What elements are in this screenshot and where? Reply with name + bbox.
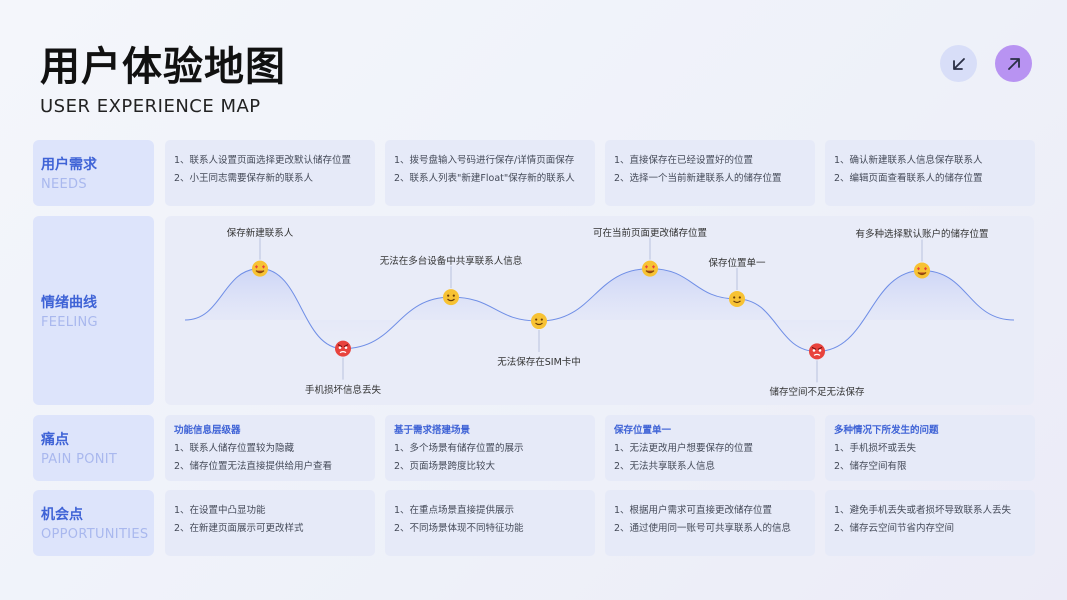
cell-heading: 多种情况下所发生的问题 <box>834 425 939 436</box>
pain-cell-3: 保存位置单一 1、无法更改用户想要保存的位置 2、无法共享联系人信息 <box>605 415 815 481</box>
emotion-point-label: 手机损坏信息丢失 <box>304 384 382 396</box>
pain-cell-2: 基于需求搭建场景 1、多个场景有储存位置的展示 2、页面场景跨度比较大 <box>385 415 595 481</box>
cell-line: 2、联系人列表"新建Float"保存新的联系人 <box>394 173 575 184</box>
cell-line: 1、无法更改用户想要保存的位置 <box>614 443 754 454</box>
row-title-en: FEELING <box>41 314 98 330</box>
emotion-point-label: 有多种选择默认账户的储存位置 <box>855 229 989 241</box>
row-title-zh: 机会点 <box>41 507 83 523</box>
heart-eyes-emoji <box>642 260 658 277</box>
cell-heading: 基于需求搭建场景 <box>394 425 471 436</box>
cell-line: 1、确认新建联系人信息保存联系人 <box>834 155 983 166</box>
row-title-en: NEEDS <box>41 177 87 192</box>
cell-line: 1、拨号盘输入号码进行保存/详情页面保存 <box>394 155 575 166</box>
cell-line: 1、避免手机丢失或者损坏导致联系人丢失 <box>834 505 1012 516</box>
smile-emoji <box>443 289 459 306</box>
row-label-pain: 痛点 PAIN PONIT <box>33 415 154 481</box>
pain-cell-1: 功能信息层级器 1、联系人储存位置较为隐藏 2、储存位置无法直接提供给用户查看 <box>165 415 375 481</box>
previous-button[interactable] <box>940 45 977 82</box>
row-label-needs: 用户需求 NEEDS <box>33 140 154 206</box>
cell-line: 1、手机损坏或丢失 <box>834 443 917 454</box>
cell-line: 1、在重点场景直接提供展示 <box>394 505 515 516</box>
curve-area <box>185 268 1014 352</box>
row-title-zh: 用户需求 <box>41 157 97 173</box>
smile-emoji <box>531 313 547 330</box>
cell-line: 2、不同场景体现不同特征功能 <box>394 523 524 534</box>
cell-heading: 保存位置单一 <box>614 425 672 436</box>
emotion-point-label: 无法在多台设备中共享联系人信息 <box>379 256 523 268</box>
cell-line: 2、小王同志需要保存新的联系人 <box>174 173 314 184</box>
opportunity-cell-4: 1、避免手机丢失或者损坏导致联系人丢失 2、储存云空间节省内存空间 <box>825 490 1035 556</box>
cell-line: 1、直接保存在已经设置好的位置 <box>614 155 754 166</box>
angry-emoji <box>335 340 351 357</box>
opportunity-cell-2: 1、在重点场景直接提供展示 2、不同场景体现不同特征功能 <box>385 490 595 556</box>
cell-line: 1、多个场景有储存位置的展示 <box>394 443 524 454</box>
pain-cell-4: 多种情况下所发生的问题 1、手机损坏或丢失 2、储存空间有限 <box>825 415 1035 481</box>
cell-line: 2、储存云空间节省内存空间 <box>834 523 955 534</box>
smile-emoji <box>729 290 745 307</box>
cell-line: 2、储存位置无法直接提供给用户查看 <box>174 461 333 472</box>
page-subtitle: USER EXPERIENCE MAP <box>40 96 261 117</box>
cell-line: 1、联系人储存位置较为隐藏 <box>174 443 295 454</box>
cell-line: 2、选择一个当前新建联系人的储存位置 <box>614 173 782 184</box>
cell-heading: 功能信息层级器 <box>174 425 241 436</box>
page-title: 用户体验地图 <box>40 44 286 90</box>
cell-line: 1、在设置中凸显功能 <box>174 505 266 516</box>
emotion-point-label: 可在当前页面更改储存位置 <box>592 227 708 239</box>
needs-cell-2: 1、拨号盘输入号码进行保存/详情页面保存 2、联系人列表"新建Float"保存新… <box>385 140 595 206</box>
arrow-up-right-icon <box>1007 57 1020 70</box>
row-title-en: OPPORTUNITIES <box>41 527 149 542</box>
cell-line: 2、编辑页面查看联系人的储存位置 <box>834 173 983 184</box>
cell-line: 2、储存空间有限 <box>834 461 907 472</box>
cell-line: 1、根据用户需求可直接更改储存位置 <box>614 505 773 516</box>
angry-emoji <box>809 343 825 360</box>
needs-cell-3: 1、直接保存在已经设置好的位置 2、选择一个当前新建联系人的储存位置 <box>605 140 815 206</box>
next-button[interactable] <box>995 45 1032 82</box>
emotion-point-label: 储存空间不足无法保存 <box>769 387 865 399</box>
row-title-zh: 痛点 <box>41 432 69 448</box>
feeling-curve-panel: 保存新建联系人手机损坏信息丢失 无法在多台设备中共享联系人信息无法保存在SIM卡中… <box>165 216 1034 405</box>
emotion-point-label: 保存位置单一 <box>708 257 766 269</box>
emotion-point-label: 保存新建联系人 <box>226 227 294 239</box>
cell-line: 2、页面场景跨度比较大 <box>394 461 496 472</box>
cell-line: 2、在新建页面展示可更改样式 <box>174 523 304 534</box>
row-title-zh: 情绪曲线 <box>41 294 97 311</box>
arrow-down-left-icon <box>952 57 965 70</box>
needs-cell-4: 1、确认新建联系人信息保存联系人 2、编辑页面查看联系人的储存位置 <box>825 140 1035 206</box>
needs-cell-1: 1、联系人设置页面选择更改默认储存位置 2、小王同志需要保存新的联系人 <box>165 140 375 206</box>
opportunity-cell-1: 1、在设置中凸显功能 2、在新建页面展示可更改样式 <box>165 490 375 556</box>
emotion-curve-chart <box>184 237 1015 383</box>
row-label-feeling: 情绪曲线 FEELING <box>33 216 154 405</box>
row-title-en: PAIN PONIT <box>41 452 118 467</box>
cell-line: 2、无法共享联系人信息 <box>614 461 716 472</box>
heart-eyes-emoji <box>914 262 930 279</box>
cell-line: 1、联系人设置页面选择更改默认储存位置 <box>174 155 352 166</box>
row-label-opportunities: 机会点 OPPORTUNITIES <box>33 490 154 556</box>
opportunity-cell-3: 1、根据用户需求可直接更改储存位置 2、通过使用同一账号可共享联系人的信息 <box>605 490 815 556</box>
emotion-point-label: 无法保存在SIM卡中 <box>497 357 581 369</box>
heart-eyes-emoji <box>252 260 268 277</box>
emotion-curve-line <box>184 268 1015 352</box>
cell-line: 2、通过使用同一账号可共享联系人的信息 <box>614 523 792 534</box>
